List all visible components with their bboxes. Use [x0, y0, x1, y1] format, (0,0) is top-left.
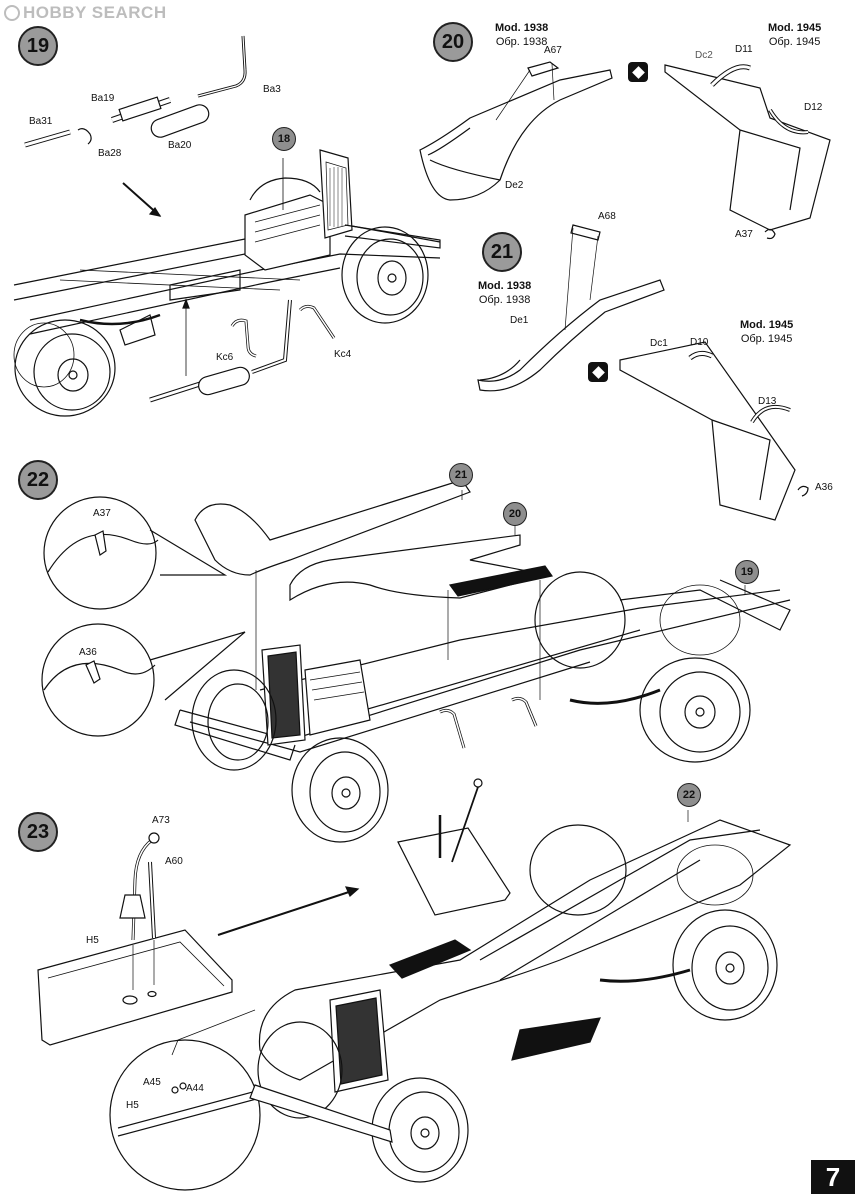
part-label-dc2: Dc2 — [695, 50, 713, 61]
part-label-d11: D11 — [735, 44, 753, 55]
step-19-drawing — [13, 35, 441, 417]
mod-title: Mod. 1938 — [478, 280, 532, 292]
step-23-drawing — [37, 778, 792, 1191]
step-21-badge: 21 — [482, 232, 522, 272]
part-label-a37-top: A37 — [735, 229, 753, 240]
part-label-d12: D12 — [804, 102, 823, 113]
ref-badge-20: 20 — [503, 502, 527, 526]
ref-badge-18: 18 — [272, 127, 296, 151]
mod-subtitle: Обр. 1945 — [740, 333, 793, 345]
part-label-a45: A45 — [143, 1077, 161, 1088]
step-19-badge: 19 — [18, 26, 58, 66]
part-label-dc1: Dc1 — [650, 338, 668, 349]
mod-1938-step21: Mod. 1938 Обр. 1938 — [478, 279, 531, 307]
part-label-de2: De2 — [505, 180, 524, 191]
part-label-a44: A44 — [186, 1083, 204, 1094]
ref-badge-19: 19 — [735, 560, 759, 584]
part-label-ba20: Ba20 — [168, 140, 192, 151]
part-label-kc4: Kc4 — [334, 349, 352, 360]
step-22-drawing — [41, 479, 791, 843]
ref-badge-21: 21 — [449, 463, 473, 487]
step-22-badge: 22 — [18, 460, 58, 500]
diamond-icon — [628, 62, 648, 82]
step-21-drawing — [477, 224, 809, 521]
part-label-ba28: Ba28 — [98, 148, 122, 159]
mod-1945-step20: Mod. 1945 Обр. 1945 — [768, 21, 821, 49]
step-23-badge: 23 — [18, 812, 58, 852]
part-label-a73: A73 — [152, 815, 170, 826]
part-label-h5-detail: H5 — [126, 1100, 139, 1111]
watermark-logo-icon — [4, 5, 20, 21]
mod-subtitle: Обр. 1945 — [768, 36, 821, 48]
part-label-d13: D13 — [758, 396, 777, 407]
part-label-a68: A68 — [598, 211, 616, 222]
part-label-a36-top: A36 — [815, 482, 833, 493]
part-label-a60: A60 — [165, 856, 183, 867]
step-20-badge: 20 — [433, 22, 473, 62]
part-label-ba31: Ba31 — [29, 116, 53, 127]
mod-title: Mod. 1945 — [768, 22, 822, 34]
ref-badge-22: 22 — [677, 783, 701, 807]
part-label-kc6: Kc6 — [216, 352, 234, 363]
mod-subtitle: Обр. 1938 — [478, 294, 531, 306]
part-label-de1: De1 — [510, 315, 529, 326]
watermark-text: HOBBY SEARCH — [23, 3, 167, 22]
mod-title: Mod. 1945 — [740, 319, 794, 331]
mod-1938-step20: Mod. 1938 Обр. 1938 — [495, 21, 548, 49]
hobby-search-watermark: HOBBY SEARCH — [4, 2, 167, 24]
mod-1945-step21: Mod. 1945 Обр. 1945 — [740, 318, 793, 346]
part-label-a37-detail: A37 — [93, 508, 111, 519]
page-number: 7 — [811, 1160, 855, 1194]
part-label-a36-detail: A36 — [79, 647, 97, 658]
mod-subtitle: Обр. 1938 — [495, 36, 548, 48]
part-label-h5: H5 — [86, 935, 99, 946]
part-label-ba19: Ba19 — [91, 93, 115, 104]
diamond-icon — [588, 362, 608, 382]
part-label-ba3: Ba3 — [263, 84, 281, 95]
mod-title: Mod. 1938 — [495, 22, 549, 34]
part-label-d10: D10 — [690, 337, 709, 348]
part-label-a67: A67 — [544, 45, 562, 56]
step-20-drawing — [419, 61, 831, 240]
